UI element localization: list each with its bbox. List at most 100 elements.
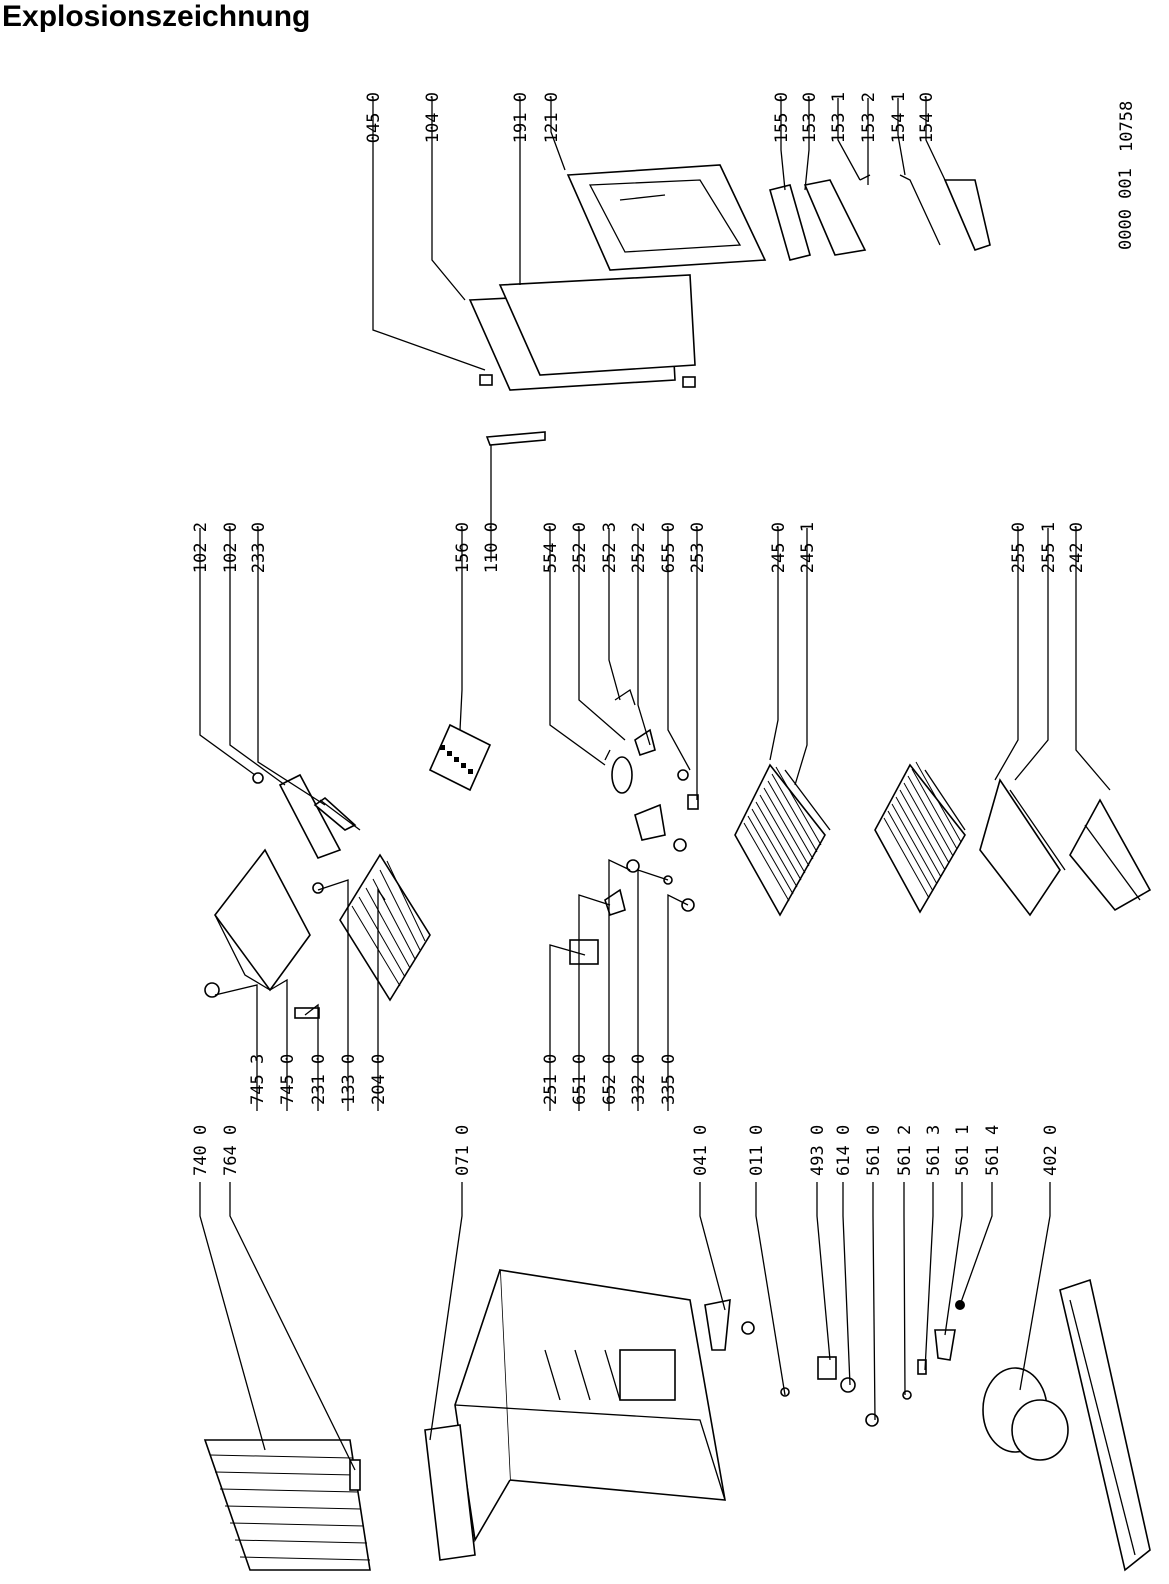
- leader-line: [769, 528, 779, 761]
- part-label: 156 0: [453, 522, 473, 573]
- leader-line: [459, 528, 463, 731]
- hinge-parts: [704, 1299, 790, 1397]
- leader-line: [842, 1182, 851, 1386]
- leader-line: [229, 1182, 356, 1471]
- leader-lines: [199, 98, 1111, 1471]
- part-label: 204 0: [369, 1054, 389, 1105]
- part-label: 332 0: [629, 1054, 649, 1105]
- leader-line: [377, 887, 386, 1111]
- drawing-number: 10758: [1117, 101, 1137, 152]
- part-label: 041 0: [691, 1125, 711, 1176]
- bracket: [485, 431, 546, 446]
- thermostat: [604, 688, 699, 852]
- part-label: 251 0: [541, 1054, 561, 1105]
- part-label: 121 0: [542, 92, 562, 143]
- leader-line: [816, 1182, 831, 1361]
- part-label: 155 0: [772, 92, 792, 143]
- part-label: 252 2: [629, 522, 649, 573]
- leader-line: [667, 893, 689, 1111]
- leader-line: [1014, 528, 1049, 781]
- part-label: 561 2: [895, 1125, 915, 1176]
- leader-line: [608, 858, 631, 1111]
- leader-line: [214, 984, 258, 1111]
- leader-line: [550, 98, 566, 171]
- part-label: 102 2: [191, 522, 211, 573]
- leader-line: [780, 98, 786, 191]
- lamp-parts: [569, 859, 695, 965]
- part-label: 335 0: [659, 1054, 679, 1105]
- leader-line: [317, 879, 349, 1111]
- leader-line: [431, 98, 466, 301]
- part-label: 655 0: [659, 522, 679, 573]
- leader-line: [637, 528, 651, 746]
- part-label: 242 0: [1067, 522, 1087, 573]
- part-label: 071 0: [453, 1125, 473, 1176]
- glass-shelf-lower: [874, 761, 966, 914]
- leader-line: [1019, 1182, 1051, 1391]
- leader-line: [199, 1182, 266, 1451]
- part-label: 252 3: [600, 522, 620, 573]
- leader-line: [837, 98, 861, 181]
- leader-line: [257, 528, 326, 806]
- leader-line: [269, 978, 288, 1111]
- part-label: 402 0: [1041, 1125, 1061, 1176]
- leader-line: [897, 98, 906, 176]
- part-label: 614 0: [834, 1125, 854, 1176]
- part-label: 231 0: [309, 1054, 329, 1105]
- part-label: 110 0: [482, 522, 502, 573]
- leader-line: [699, 1182, 726, 1311]
- leader-line: [578, 894, 611, 1111]
- glass-shelf-upper: [734, 763, 831, 917]
- condenser-coil: [203, 1439, 371, 1571]
- leader-line: [608, 528, 621, 701]
- crisper-drawer: [1069, 798, 1152, 912]
- egg-tray: [428, 723, 492, 792]
- leader-line: [549, 528, 606, 766]
- leader-line: [924, 1182, 934, 1371]
- part-label: 252 0: [570, 522, 590, 573]
- freezer-flap: [204, 848, 431, 1019]
- leader-line: [199, 528, 256, 776]
- leader-line: [804, 98, 810, 191]
- part-label: 745 0: [278, 1054, 298, 1105]
- leader-line: [578, 528, 626, 741]
- part-label: 764 0: [221, 1125, 241, 1176]
- leader-line: [794, 528, 808, 786]
- part-label: 245 1: [798, 522, 818, 573]
- part-label: 153 1: [829, 92, 849, 143]
- leader-line: [667, 528, 691, 771]
- leader-line: [229, 528, 286, 786]
- leader-line: [944, 1182, 963, 1336]
- drawing-code: 0000 001: [1116, 168, 1136, 250]
- part-label: 253 0: [688, 522, 708, 573]
- part-label: 561 3: [924, 1125, 944, 1176]
- crisper-cover: [979, 778, 1066, 917]
- part-label: 153 2: [859, 92, 879, 143]
- leader-line: [994, 528, 1019, 781]
- leader-line: [903, 1182, 906, 1396]
- leader-line: [959, 1182, 993, 1306]
- part-label: 153 0: [800, 92, 820, 143]
- door-frame: [468, 274, 696, 391]
- part-label: 255 0: [1009, 522, 1029, 573]
- part-label: 561 4: [983, 1125, 1003, 1176]
- part-label: 045 0: [364, 92, 384, 143]
- part-label: 554 0: [541, 522, 561, 573]
- part-label: 745 3: [248, 1054, 268, 1105]
- part-label: 154 0: [917, 92, 937, 143]
- leader-line: [429, 1182, 463, 1441]
- leader-line: [925, 98, 946, 181]
- part-label: 493 0: [808, 1125, 828, 1176]
- leader-line: [637, 869, 669, 1111]
- thermostat-parts: [817, 1300, 965, 1427]
- part-label: 561 0: [864, 1125, 884, 1176]
- page-title: Explosionszeichnung: [2, 0, 311, 33]
- leader-line: [372, 98, 486, 371]
- door-shelves: [769, 174, 991, 261]
- freezer-shelf: [252, 772, 361, 859]
- part-label: 102 0: [221, 522, 241, 573]
- part-drawings: [203, 164, 1152, 1572]
- part-label: 133 0: [339, 1054, 359, 1105]
